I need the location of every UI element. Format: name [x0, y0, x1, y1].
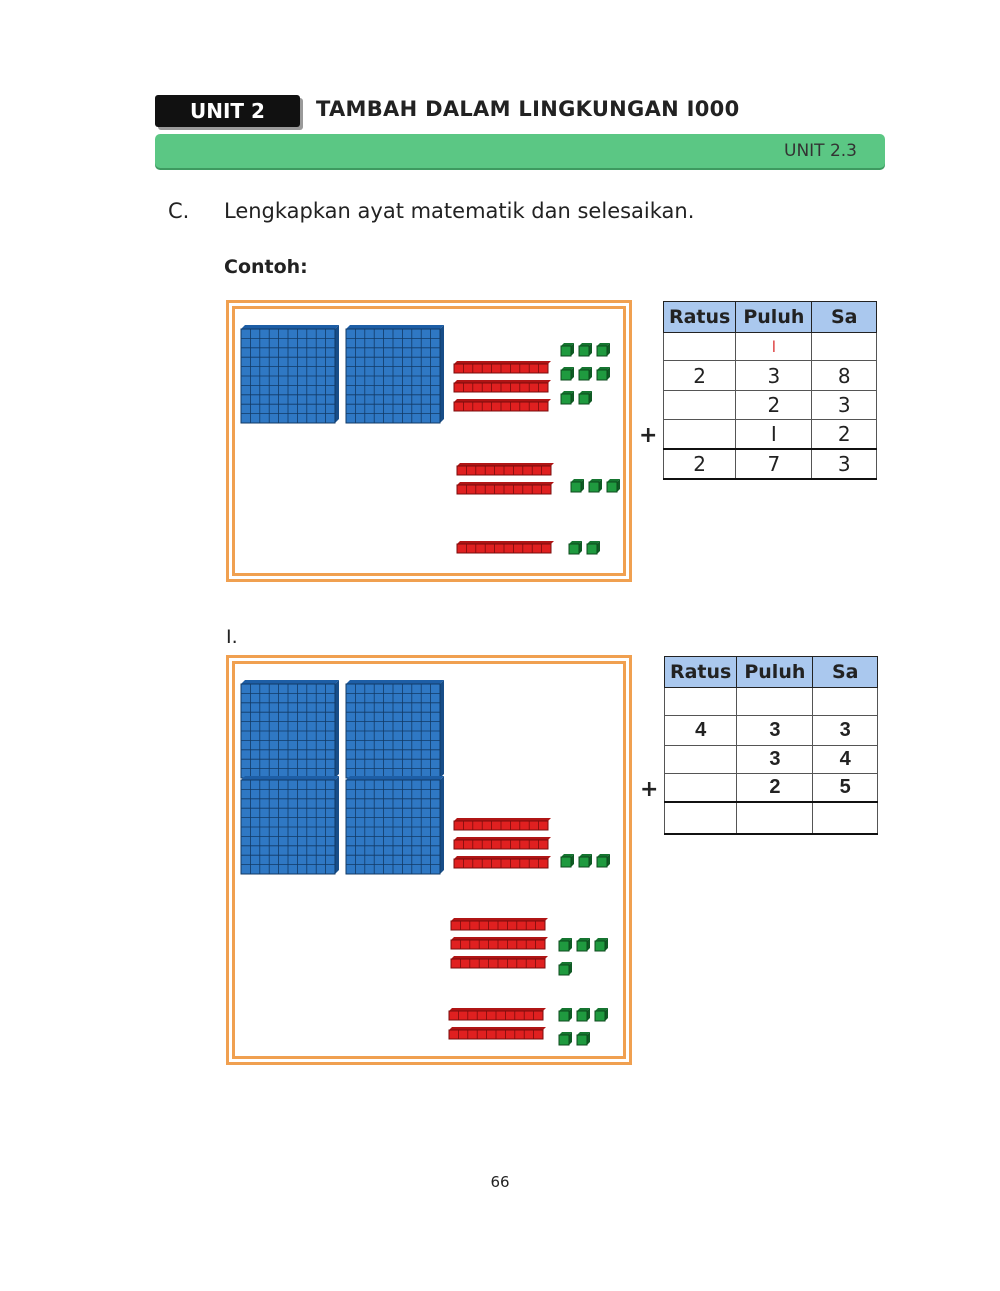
table-cell	[662, 390, 737, 420]
header-sa: Sa	[811, 301, 877, 333]
example-base-ten-blocks	[240, 325, 620, 555]
sum-cell: 2	[662, 447, 737, 480]
one-cube	[596, 854, 610, 868]
one-cube	[560, 391, 574, 405]
header-ratus: Ratus	[663, 656, 738, 688]
carry-cell: I	[735, 332, 813, 361]
one-cube	[576, 1032, 590, 1046]
one-cube	[558, 1008, 572, 1022]
hundred-block	[240, 776, 339, 875]
table-cell: 3	[812, 715, 878, 746]
one-cube	[578, 343, 592, 357]
one-cube	[576, 1008, 590, 1022]
ten-rod	[450, 918, 548, 931]
subunit-bar: UNIT 2.3	[155, 134, 885, 168]
table-cell: 8	[811, 360, 877, 391]
example-plus-sign: +	[639, 423, 658, 448]
one-cube	[560, 343, 574, 357]
section-instruction: Lengkapkan ayat matematik dan selesaikan…	[224, 199, 695, 223]
hundred-block	[345, 325, 444, 424]
answer-cell[interactable]	[736, 800, 814, 835]
table-cell: 3	[735, 360, 813, 391]
ten-rod	[450, 956, 548, 969]
ten-rod	[453, 837, 551, 850]
answer-cell[interactable]	[812, 800, 878, 835]
table-cell: 3	[736, 745, 814, 774]
one-cube	[578, 854, 592, 868]
section-letter: C.	[168, 199, 190, 223]
carry-cell	[811, 332, 877, 361]
table-cell: 2	[811, 419, 877, 449]
ten-rod	[453, 818, 551, 831]
header-puluh: Puluh	[736, 656, 814, 688]
one-cube	[558, 1032, 572, 1046]
one-cube	[606, 479, 620, 493]
ten-rod	[448, 1027, 546, 1040]
ten-rod	[453, 399, 551, 412]
example-label: Contoh:	[224, 256, 308, 278]
sum-cell: 3	[811, 447, 877, 480]
table-cell: 5	[812, 773, 878, 802]
ten-rod	[456, 463, 554, 476]
table-cell: 2	[736, 773, 814, 802]
one-cube	[588, 479, 602, 493]
ten-rod	[453, 380, 551, 393]
page-number: 66	[490, 1173, 510, 1191]
hundred-block	[345, 680, 444, 779]
one-cube	[596, 367, 610, 381]
carry-cell[interactable]	[663, 687, 738, 716]
hundred-block	[240, 680, 339, 779]
table-cell: 2	[662, 360, 737, 391]
question-1-plus-sign: +	[640, 777, 659, 802]
carry-cell	[662, 332, 737, 361]
unit-title: TAMBAH DALAM LINGKUNGAN I000	[316, 97, 740, 121]
header-ratus: Ratus	[662, 301, 737, 333]
one-cube	[586, 541, 600, 555]
question-1-base-ten-blocks	[240, 680, 610, 1046]
ten-rod	[450, 937, 548, 950]
hundred-block	[240, 325, 339, 424]
one-cube	[596, 343, 610, 357]
table-cell: 2	[735, 390, 813, 420]
example-blocks-frame	[226, 300, 632, 582]
hundred-block	[345, 776, 444, 875]
table-cell	[663, 773, 738, 802]
one-cube	[578, 391, 592, 405]
one-cube	[568, 541, 582, 555]
one-cube	[560, 854, 574, 868]
header-sa: Sa	[812, 656, 878, 688]
header-puluh: Puluh	[735, 301, 813, 333]
question-1-place-value-table: Ratus Puluh Sa 4 3 3 3 4 2 5	[663, 656, 878, 835]
sum-cell: 7	[735, 447, 813, 480]
carry-cell[interactable]	[812, 687, 878, 716]
example-place-value-table: Ratus Puluh Sa I 2 3 8 2 3 I 2 2 7 3	[662, 301, 877, 480]
one-cube	[560, 367, 574, 381]
table-cell: I	[735, 419, 813, 449]
one-cube	[570, 479, 584, 493]
ten-rod	[453, 856, 551, 869]
question-1-blocks-frame	[226, 655, 632, 1065]
table-cell	[662, 419, 737, 449]
one-cube	[576, 938, 590, 952]
one-cube	[558, 938, 572, 952]
table-cell: 4	[812, 745, 878, 774]
answer-cell[interactable]	[663, 800, 738, 835]
one-cube	[594, 938, 608, 952]
ten-rod	[456, 541, 554, 554]
table-cell	[663, 745, 738, 774]
one-cube	[558, 962, 572, 976]
one-cube	[594, 1008, 608, 1022]
subunit-label: UNIT 2.3	[784, 141, 857, 161]
carry-cell[interactable]	[736, 687, 814, 716]
ten-rod	[448, 1008, 546, 1021]
ten-rod	[453, 361, 551, 374]
unit-badge: UNIT 2	[155, 95, 300, 127]
ten-rod	[456, 482, 554, 495]
table-cell: 3	[736, 715, 814, 746]
table-cell: 4	[663, 715, 738, 746]
question-1-label: I.	[226, 626, 238, 648]
one-cube	[578, 367, 592, 381]
table-cell: 3	[811, 390, 877, 420]
